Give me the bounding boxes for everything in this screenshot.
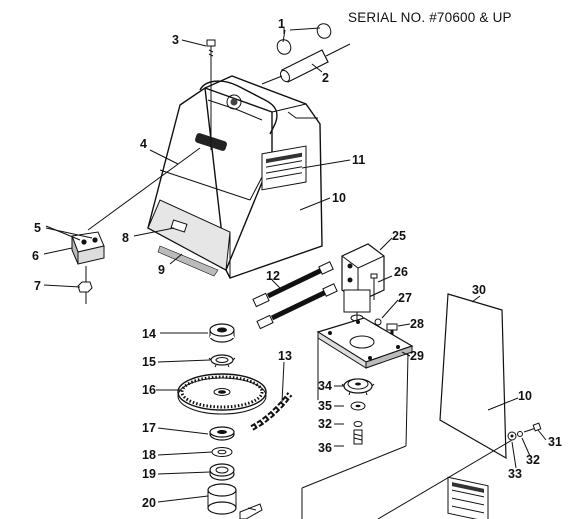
panel-hardware xyxy=(507,422,542,441)
nut-7 xyxy=(77,266,93,304)
bearing-14 xyxy=(209,323,235,343)
bolt-26 xyxy=(370,273,378,300)
callout-14: 14 xyxy=(142,327,156,341)
callout-9: 9 xyxy=(158,263,165,277)
callout-4: 4 xyxy=(140,137,147,151)
clamp-block xyxy=(71,147,201,265)
callout-30: 30 xyxy=(472,283,486,297)
callout-10: 10 xyxy=(332,191,346,205)
leader-lines xyxy=(43,27,547,503)
callout-11: 11 xyxy=(352,153,365,167)
collar-19 xyxy=(209,463,235,481)
spacer-20 xyxy=(207,483,237,515)
serial-number-label: SERIAL NO. #70600 & UP xyxy=(348,10,512,25)
clip-pins xyxy=(276,23,332,55)
callout-5: 5 xyxy=(34,221,41,235)
hydraulic-hoses xyxy=(252,261,338,330)
callout-6: 6 xyxy=(32,249,39,263)
bolt-3 xyxy=(206,39,216,150)
callout-20: 20 xyxy=(142,496,156,510)
cover-panel xyxy=(439,293,507,519)
callout-1: 1 xyxy=(278,17,285,31)
callout-34: 34 xyxy=(318,379,332,393)
washer-18 xyxy=(211,447,233,457)
callout-32-panel: 32 xyxy=(526,453,540,467)
washer-15 xyxy=(208,354,236,368)
callout-numbers: 1 2 3 4 5 6 7 8 9 10 11 12 13 14 15 16 1… xyxy=(32,17,562,510)
callout-19: 19 xyxy=(142,467,156,481)
callout-10-panel: 10 xyxy=(518,389,532,403)
callout-29: 29 xyxy=(410,349,424,363)
callout-2: 2 xyxy=(322,71,329,85)
housing-warning-decal xyxy=(261,145,307,191)
small-sprocket-stack xyxy=(341,378,375,445)
motor-mount-plate xyxy=(316,317,414,369)
callout-35: 35 xyxy=(318,399,332,413)
bearing-17 xyxy=(209,426,235,441)
roller-chain xyxy=(250,392,293,431)
callout-26: 26 xyxy=(394,265,408,279)
callout-27: 27 xyxy=(398,291,412,305)
callout-31: 31 xyxy=(548,435,562,449)
hydraulic-motor xyxy=(341,243,385,326)
callout-15: 15 xyxy=(142,355,156,369)
callout-3: 3 xyxy=(172,33,179,47)
hopper-housing xyxy=(147,75,323,279)
callout-17: 17 xyxy=(142,421,156,435)
callout-7: 7 xyxy=(34,279,41,293)
callout-33: 33 xyxy=(508,467,522,481)
callout-16: 16 xyxy=(142,383,156,397)
callout-32: 32 xyxy=(318,417,332,431)
large-sprocket xyxy=(177,373,267,415)
callout-28: 28 xyxy=(410,317,424,331)
assembly-lines xyxy=(301,338,513,519)
callout-36: 36 xyxy=(318,441,332,455)
shaft xyxy=(261,43,351,85)
callout-18: 18 xyxy=(142,448,156,462)
callout-12: 12 xyxy=(266,269,280,283)
callout-13: 13 xyxy=(278,349,292,363)
callout-8: 8 xyxy=(122,231,129,245)
callout-25: 25 xyxy=(392,229,406,243)
bottom-bracket-fragment xyxy=(239,503,263,519)
